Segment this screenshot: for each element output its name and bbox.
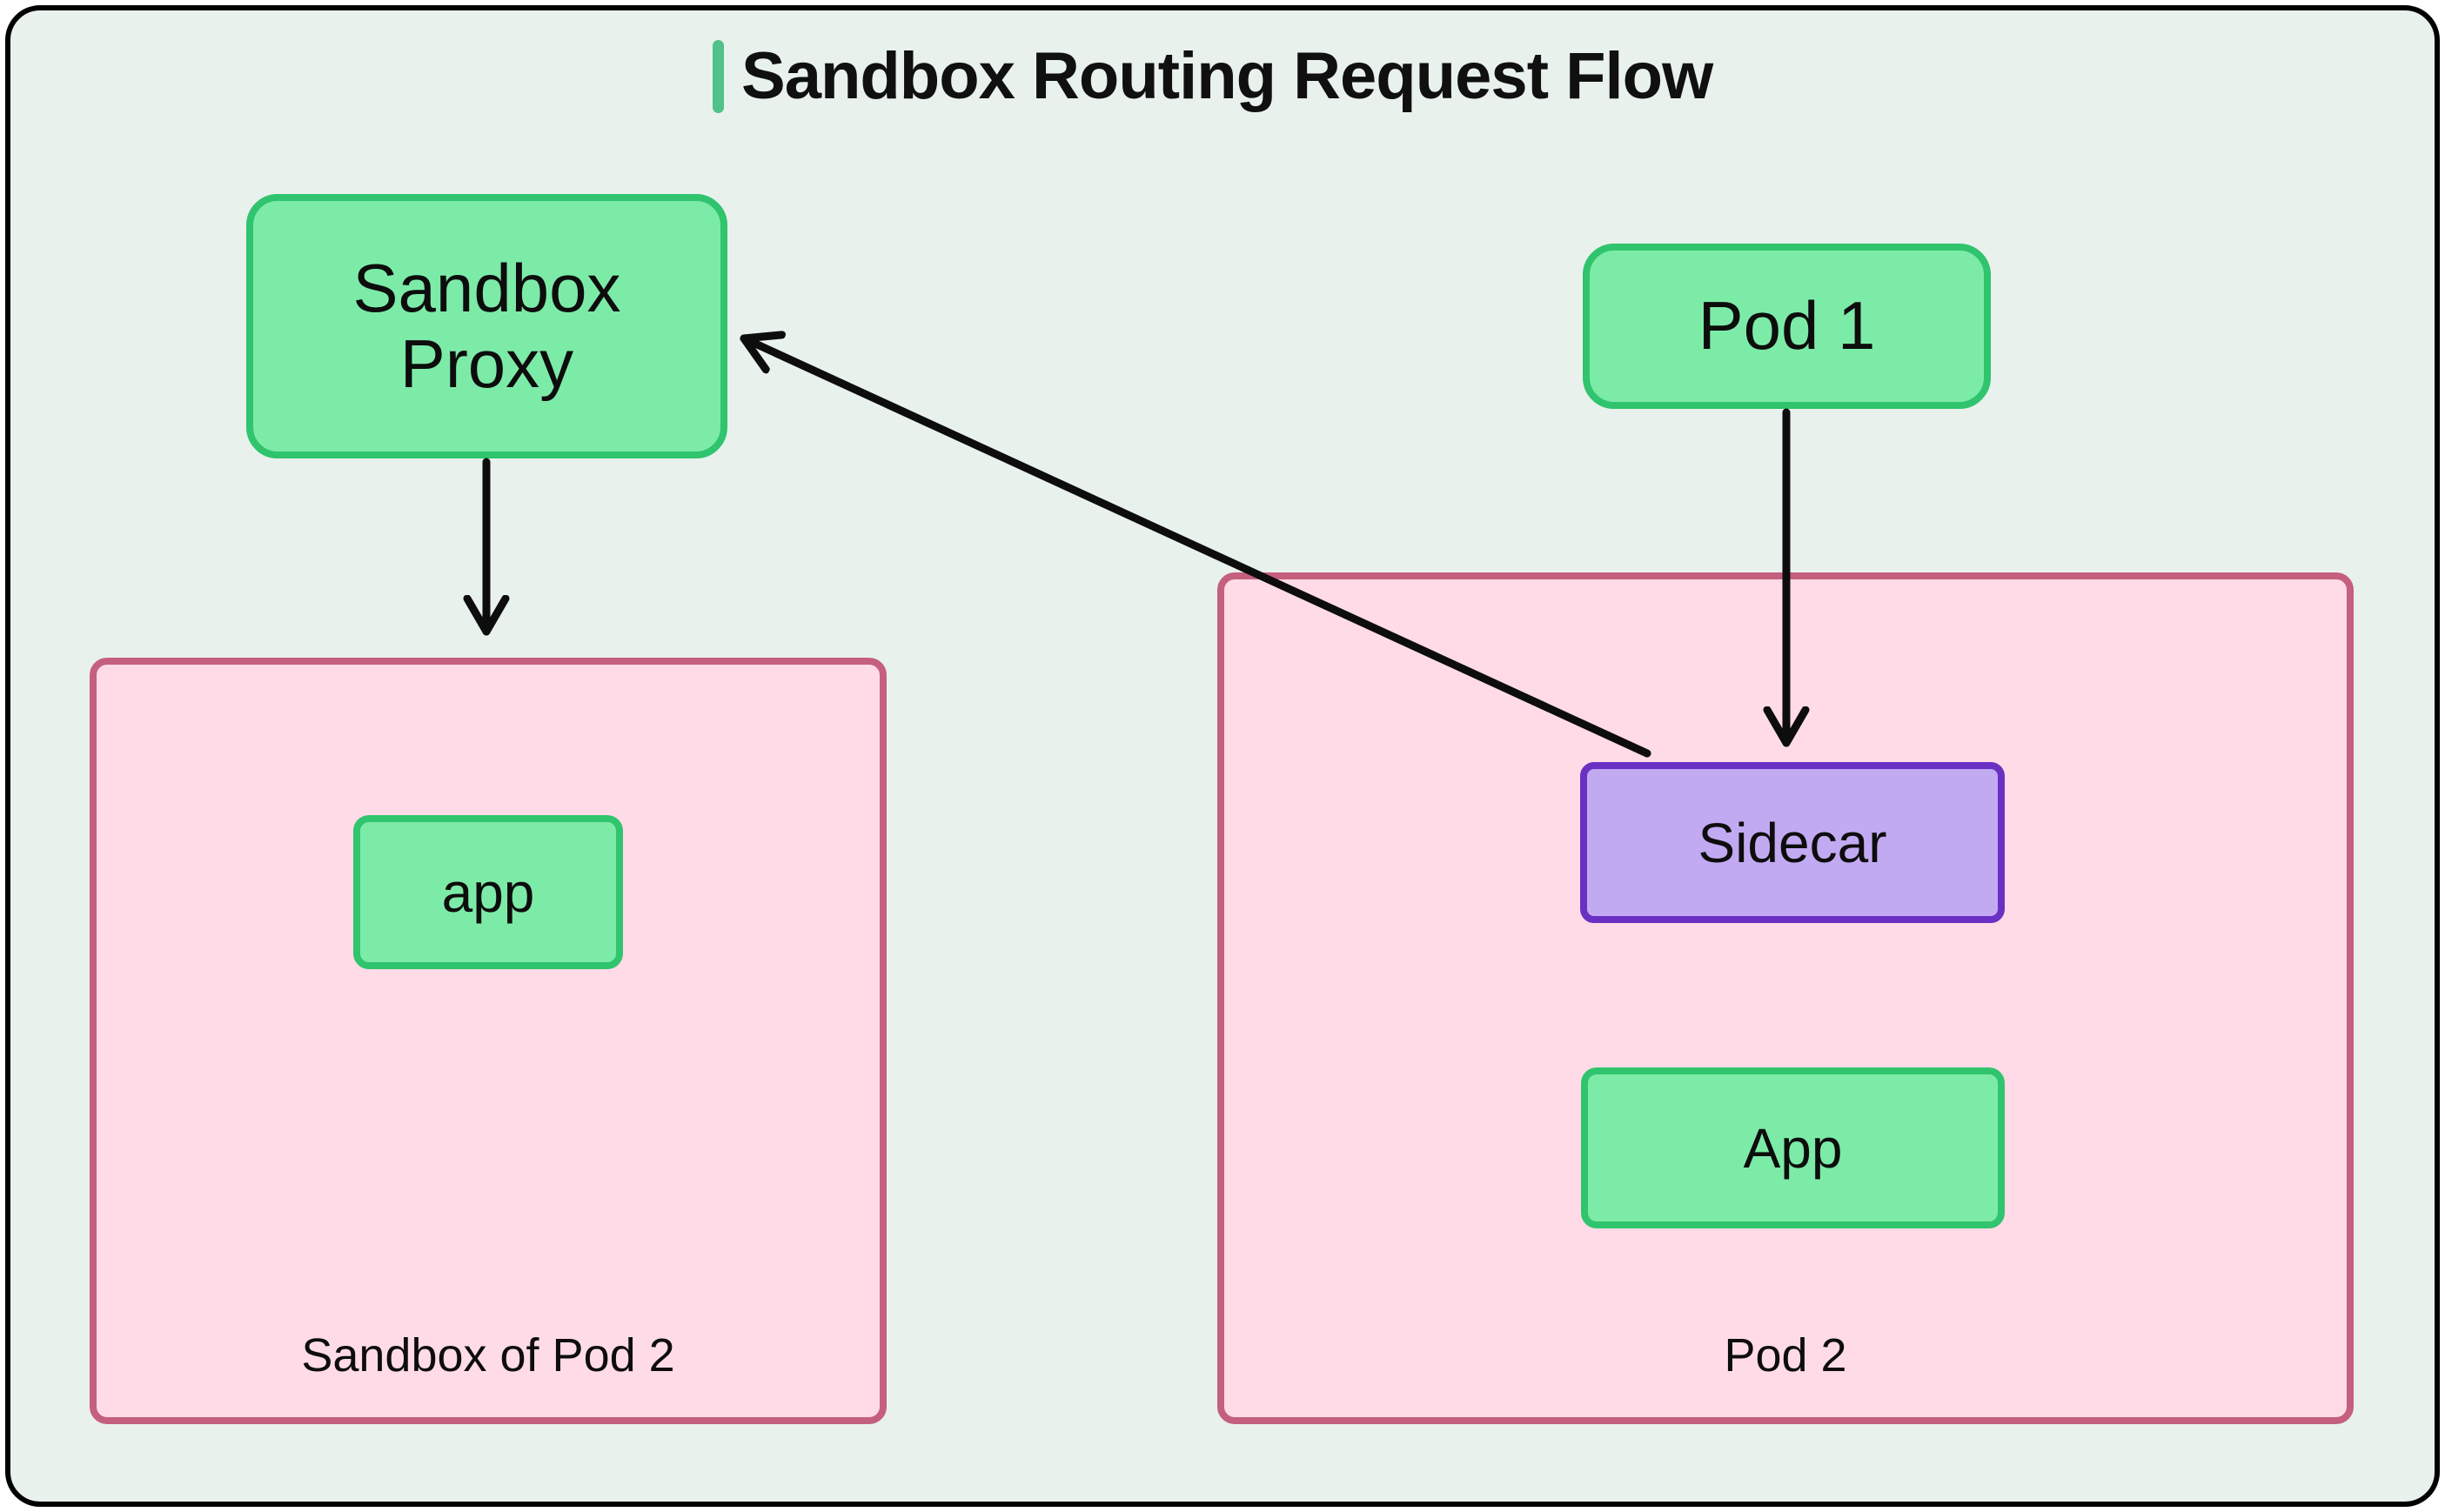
node-app-pod2: App (1581, 1067, 2005, 1228)
container-sandbox-of-pod-2-label: Sandbox of Pod 2 (301, 1329, 675, 1382)
node-pod-1-label: Pod 1 (1698, 287, 1876, 365)
node-app-pod2-label: App (1743, 1116, 1843, 1180)
node-sandbox-proxy-label: Sandbox Proxy (352, 249, 621, 402)
title-accent-bar (713, 40, 724, 113)
container-pod-2: Sidecar App Pod 2 (1217, 572, 2354, 1424)
container-pod-2-label: Pod 2 (1724, 1329, 1847, 1382)
diagram-header: Sandbox Routing Request Flow (713, 39, 1713, 113)
node-app-sandbox: app (353, 815, 623, 969)
container-sandbox-of-pod-2: app Sandbox of Pod 2 (90, 658, 887, 1424)
node-sandbox-proxy: Sandbox Proxy (246, 194, 727, 458)
node-sidecar-label: Sidecar (1698, 811, 1887, 874)
node-pod-1: Pod 1 (1583, 244, 1991, 409)
node-sidecar: Sidecar (1580, 762, 2005, 923)
node-app-sandbox-label: app (441, 860, 535, 924)
page-title: Sandbox Routing Request Flow (741, 39, 1713, 113)
